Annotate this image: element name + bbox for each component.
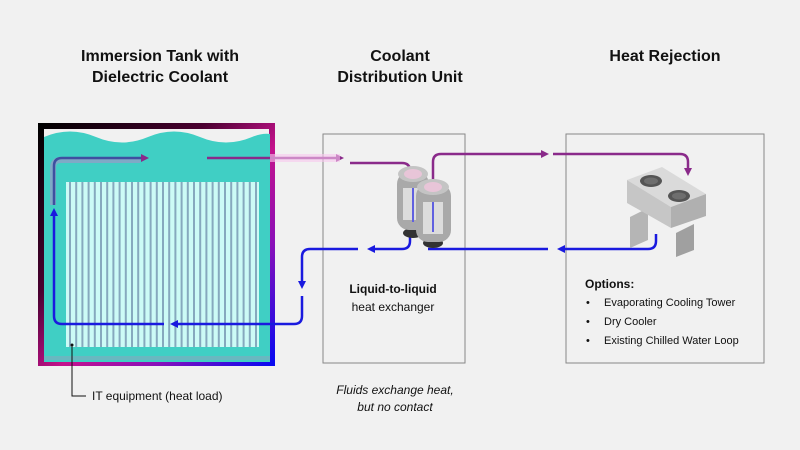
it-equipment-rack	[66, 182, 259, 347]
options-heading: Options:	[585, 277, 635, 291]
heat-rejection-options: Options: Evaporating Cooling Tower Dry C…	[585, 275, 765, 351]
options-list: Evaporating Cooling Tower Dry Cooler Exi…	[585, 294, 765, 351]
heat-exchanger-label-bold: Liquid-to-liquid	[349, 282, 437, 296]
option-item: Existing Chilled Water Loop	[585, 332, 765, 351]
immersion-tank	[38, 123, 275, 366]
note-line2: but no contact	[357, 400, 433, 414]
tank-title-line2: Dielectric Coolant	[91, 69, 229, 86]
tank-title-line1: Immersion Tank with	[81, 48, 239, 65]
cdu-title-line2: Distribution Unit	[337, 69, 463, 86]
heat-exchanger-icon	[397, 166, 451, 248]
tank-section-title: Immersion Tank with Dielectric Coolant	[60, 46, 260, 88]
heat-exchange-note: Fluids exchange heat, but no contact	[330, 382, 460, 416]
cold-coolant-loop	[50, 208, 658, 328]
heat-exchanger-label: Liquid-to-liquid heat exchanger	[323, 280, 463, 316]
option-item: Dry Cooler	[585, 313, 765, 332]
heat-exchanger-label-sub: heat exchanger	[351, 300, 435, 314]
it-equipment-label: IT equipment (heat load)	[92, 389, 223, 403]
cdu-section-title: Coolant Distribution Unit	[320, 46, 480, 88]
option-item: Evaporating Cooling Tower	[585, 294, 765, 313]
heat-rejection-title: Heat Rejection	[609, 48, 721, 65]
cooling-tower-icon	[627, 167, 706, 257]
note-line1: Fluids exchange heat,	[336, 383, 454, 397]
it-equipment-leader-line	[70, 343, 86, 397]
cdu-title-line1: Coolant	[370, 48, 430, 65]
